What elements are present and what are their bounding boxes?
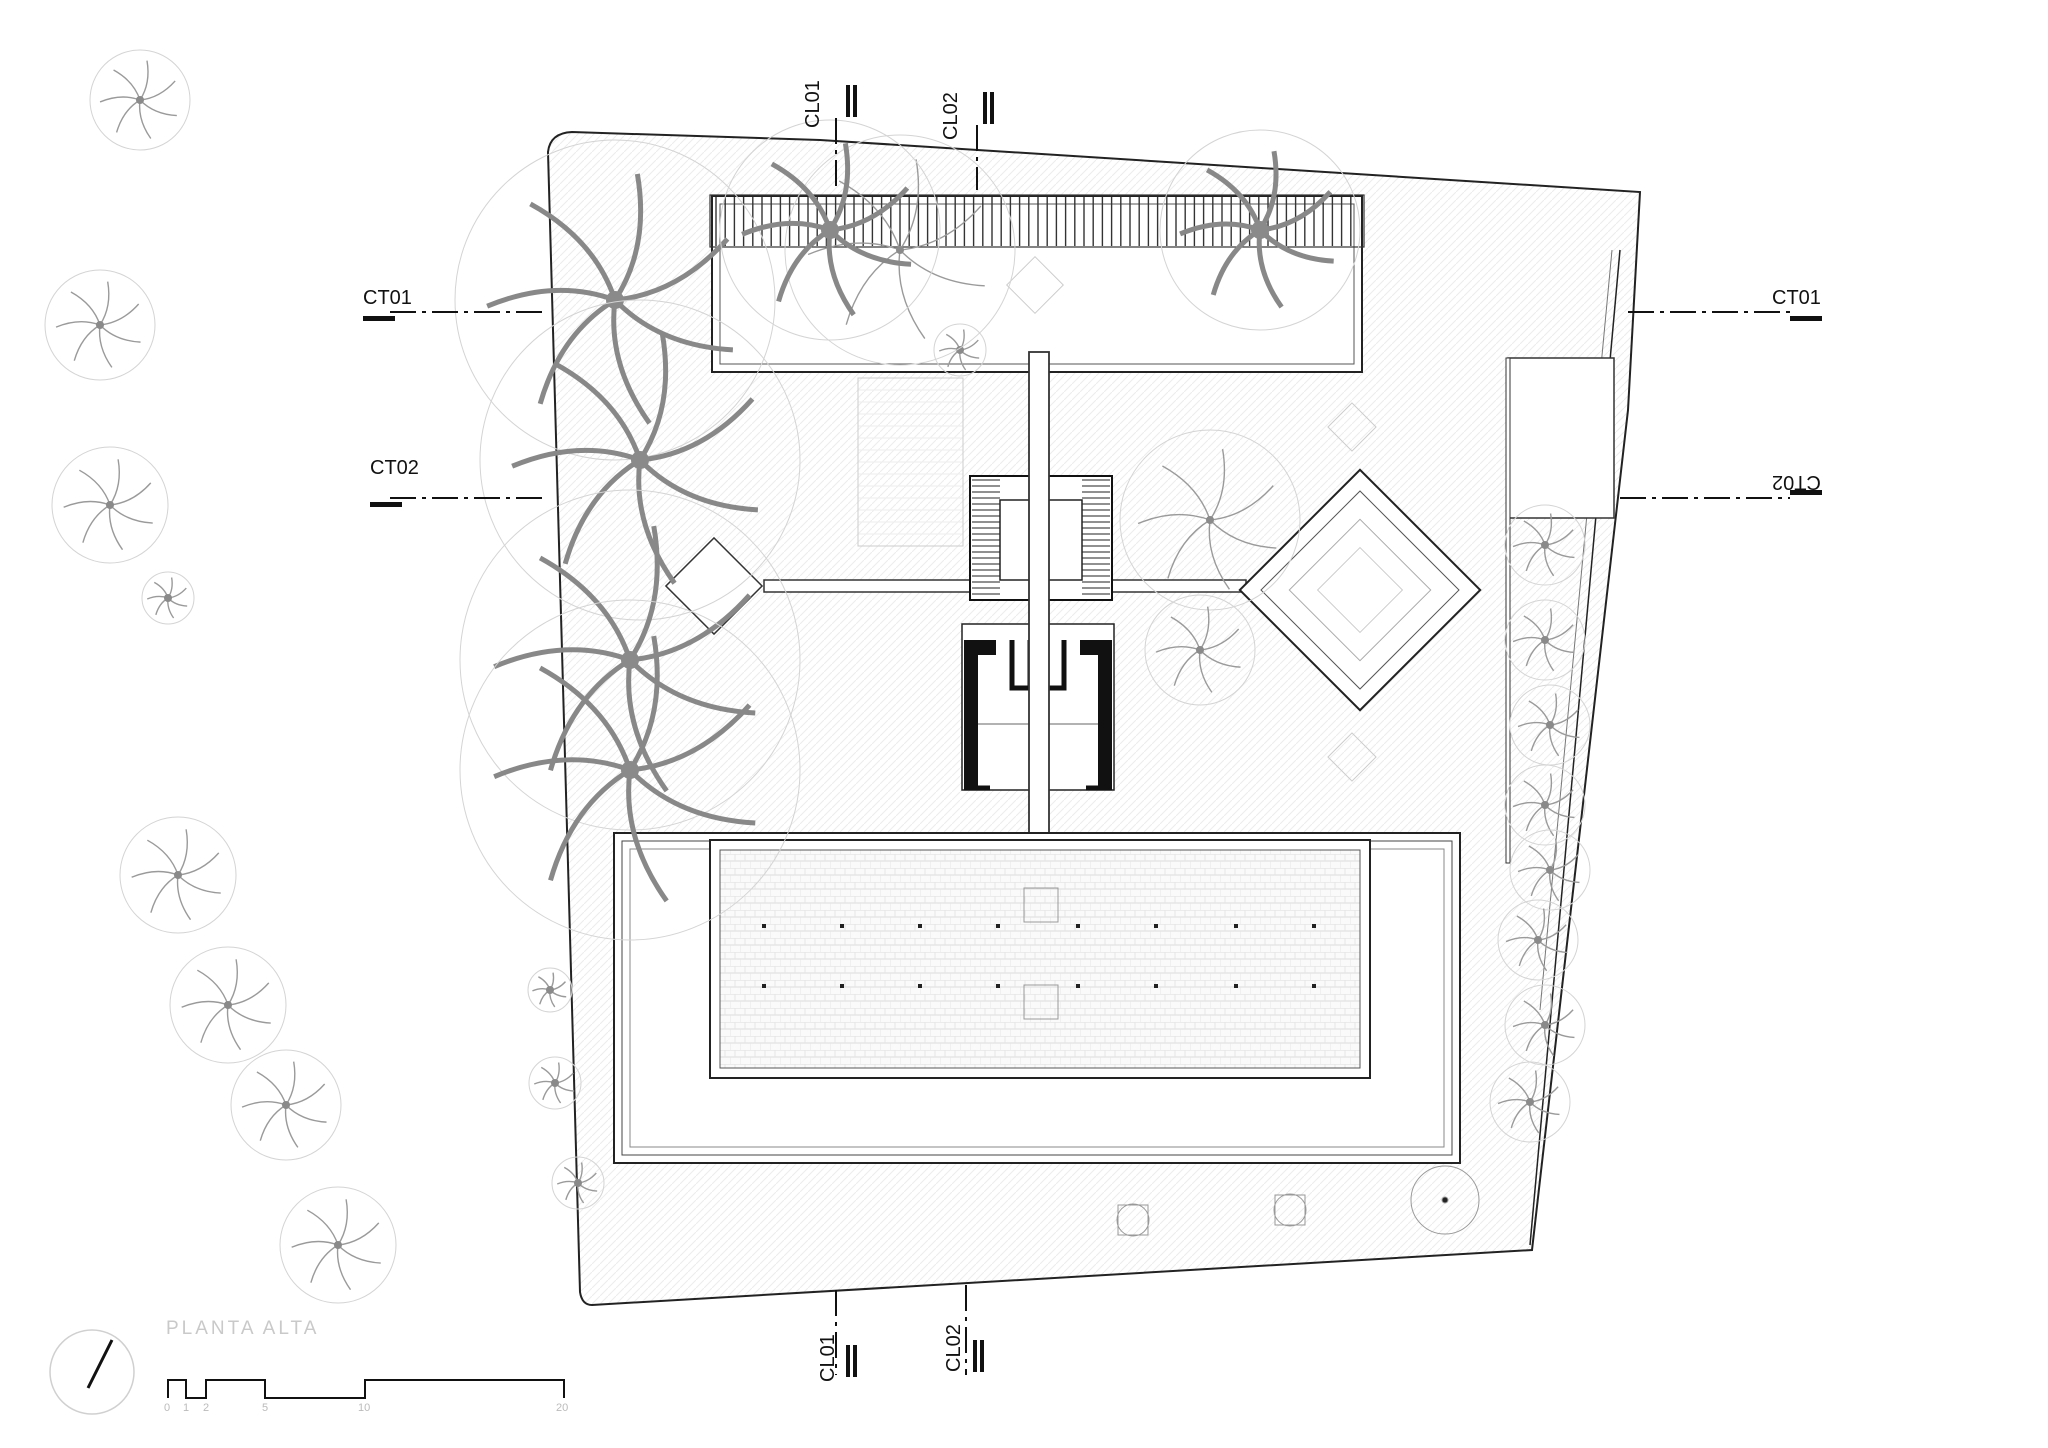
scale-tick-1: 1 bbox=[183, 1402, 190, 1414]
tree-icon bbox=[1504, 504, 1586, 586]
scale-tick-0: 0 bbox=[164, 1402, 171, 1414]
tree-icon bbox=[1509, 684, 1591, 766]
scale-tick-2: 2 bbox=[203, 1402, 210, 1414]
tree-icon bbox=[1159, 129, 1361, 331]
planter-area bbox=[857, 377, 964, 547]
section-label-ct02-left: CT02 bbox=[370, 457, 419, 479]
tree-icon bbox=[719, 119, 941, 341]
drawing-title: PLANTA ALTA bbox=[166, 1318, 320, 1339]
section-markers bbox=[363, 85, 1822, 1377]
section-label-ct01-left: CT01 bbox=[363, 287, 412, 309]
tree-icon bbox=[1504, 599, 1586, 681]
tree-icon bbox=[1119, 429, 1301, 611]
section-label-ct02-right: CT02 bbox=[1772, 471, 1821, 493]
scale-tick-10: 10 bbox=[358, 1402, 371, 1414]
section-label-cl02-bottom: CL02 bbox=[943, 1324, 965, 1372]
walkway-vertical bbox=[1028, 351, 1050, 858]
bush-symbols bbox=[1116, 1165, 1480, 1237]
east-annex bbox=[1507, 357, 1615, 519]
tree-icon bbox=[279, 1186, 397, 1304]
scale-tick-5: 5 bbox=[262, 1402, 269, 1414]
tree-icon bbox=[51, 446, 169, 564]
tree-icon bbox=[527, 967, 573, 1013]
tree-icon bbox=[89, 49, 191, 151]
tree-icon bbox=[230, 1049, 342, 1161]
tree-icon bbox=[1509, 829, 1591, 911]
tree-icon bbox=[528, 1056, 582, 1110]
tree-icon bbox=[1497, 899, 1579, 981]
section-label-cl02-top: CL02 bbox=[940, 92, 962, 140]
scale-tick-20: 20 bbox=[556, 1402, 569, 1414]
north-arrow-icon bbox=[49, 1329, 135, 1415]
tree-icon bbox=[1504, 984, 1586, 1066]
tree-icon bbox=[551, 1156, 605, 1210]
section-label-ct01-right: CT01 bbox=[1772, 287, 1821, 309]
tree-icon bbox=[1489, 1061, 1571, 1143]
tree-icon bbox=[141, 571, 195, 625]
tree-icon bbox=[479, 299, 801, 621]
tree-icon bbox=[119, 816, 237, 934]
section-cut-lines bbox=[390, 118, 1790, 1375]
pool-water bbox=[719, 849, 1361, 1069]
tree-icon bbox=[459, 599, 801, 941]
section-label-cl01-bottom: CL01 bbox=[817, 1334, 839, 1382]
section-label-cl01-top: CL01 bbox=[802, 80, 824, 128]
tree-symbols bbox=[44, 49, 1591, 1304]
tree-icon bbox=[1144, 594, 1256, 706]
east-long-wall bbox=[1505, 357, 1511, 864]
scale-bar bbox=[167, 1379, 565, 1399]
tree-icon bbox=[454, 139, 776, 461]
tree-icon bbox=[459, 489, 801, 831]
tree-icon bbox=[44, 269, 156, 381]
pool-deck bbox=[613, 832, 1461, 1164]
tree-icon bbox=[1504, 764, 1586, 846]
tree-icon bbox=[169, 946, 287, 1064]
